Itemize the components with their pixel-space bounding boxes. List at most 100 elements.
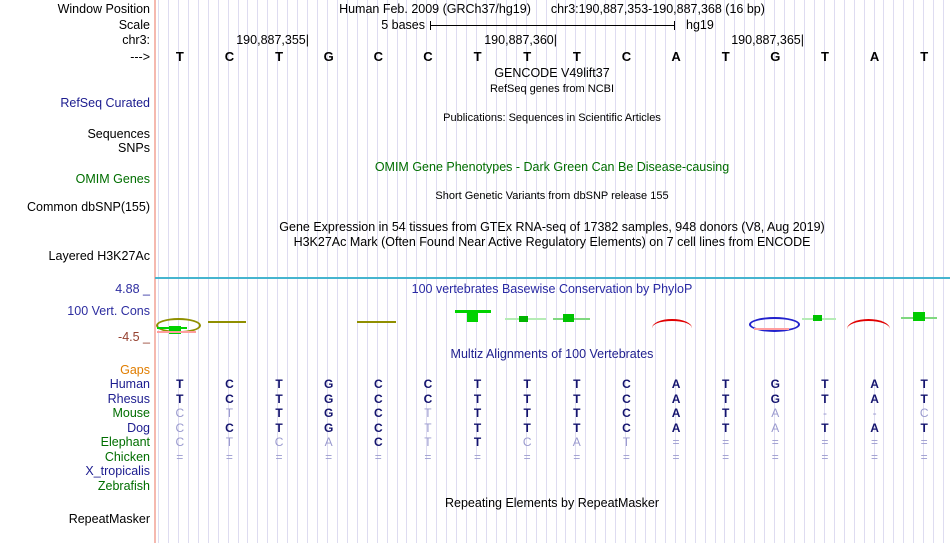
omim-genes-track-label[interactable]: OMIM Genes [75, 172, 150, 186]
alignment-base: T [573, 420, 581, 435]
sequence-base: T [523, 49, 532, 64]
sequence-base: C [224, 49, 235, 64]
sequence-base: G [323, 49, 334, 64]
assembly-title: Human Feb. 2009 (GRCh37/hg19) [339, 2, 531, 16]
alignment-base: C [622, 377, 631, 392]
alignment-base: C [919, 406, 929, 421]
alignment-base: T [722, 377, 730, 392]
grid-line [943, 0, 945, 543]
alignment-base: C [373, 420, 383, 435]
phylop-hline-glyph [157, 331, 196, 333]
alignment-base: T [523, 406, 531, 421]
repeatmasker-track-title: Repeating Elements by RepeatMasker [444, 496, 659, 510]
alignment-base: T [821, 420, 829, 435]
grid-line [714, 0, 716, 543]
common-dbsnp-track-label[interactable]: Common dbSNP(155) [27, 200, 150, 214]
conservation-track-label[interactable]: 100 Vert. Cons [67, 304, 150, 318]
alignment-base: T [523, 420, 531, 435]
publications-snps-label[interactable]: SNPs [118, 141, 150, 155]
alignment-base: T [424, 435, 432, 450]
phylop-hline-glyph [357, 321, 396, 323]
genome-assembly-tag: hg19 [686, 18, 714, 32]
h3k27ac-baseline [155, 277, 950, 279]
alignment-base: = [871, 449, 879, 464]
alignment-base: C [175, 435, 185, 450]
alignment-base: = [275, 449, 283, 464]
grid-line [803, 0, 805, 543]
grid-line [227, 0, 229, 543]
scale-bar-line [430, 25, 674, 26]
alignment-base: T [275, 406, 283, 421]
alignment-base: = [771, 435, 779, 450]
refseq-track-subtitle: RefSeq genes from NCBI [489, 83, 615, 95]
grid-line [595, 0, 597, 543]
alignment-base: T [722, 406, 730, 421]
grid-line [784, 0, 786, 543]
alignment-base: = [622, 449, 630, 464]
grid-line [923, 0, 925, 543]
grid-line [257, 0, 259, 543]
strand-arrow: ---> [130, 50, 150, 64]
grid-line [217, 0, 219, 543]
alignment-base: T [275, 391, 283, 406]
alignment-base: = [176, 449, 184, 464]
phylop-rect-glyph [813, 315, 822, 321]
grid-line [525, 0, 527, 543]
alignment-base: G [324, 391, 334, 406]
sequence-base: T [820, 49, 829, 64]
grid-line [555, 0, 557, 543]
layered-h3k27ac-track-label[interactable]: Layered H3K27Ac [48, 249, 150, 263]
alignment-base: A [870, 391, 879, 406]
sequence-base: T [920, 49, 929, 64]
position-tick-label: 190,887,360| [484, 33, 557, 47]
window-position-label: Window Position [57, 2, 150, 16]
sequence-base: T [275, 49, 284, 64]
alignment-base: T [275, 377, 283, 392]
grid-line [416, 0, 418, 543]
alignment-base: = [225, 449, 233, 464]
grid-line [615, 0, 617, 543]
alignment-base: T [523, 377, 531, 392]
grid-line [833, 0, 835, 543]
grid-line [336, 0, 338, 543]
alignment-base: T [473, 391, 482, 406]
grid-line [575, 0, 577, 543]
alignment-base: T [473, 435, 482, 450]
grid-line [843, 0, 845, 543]
alignment-base: = [672, 449, 680, 464]
grid-line [287, 0, 289, 543]
scale-bases-text: 5 bases [381, 18, 425, 32]
phylop-rect-glyph [467, 312, 478, 322]
alignment-base: T [225, 435, 234, 450]
grid-line [207, 0, 209, 543]
refseq-curated-track-label[interactable]: RefSeq Curated [60, 96, 150, 110]
alignment-base: C [373, 435, 383, 450]
grid-line [734, 0, 736, 543]
alignment-base: T [722, 420, 730, 435]
phylop-hline-glyph [208, 321, 246, 323]
species-label-elephant: Elephant [100, 435, 150, 450]
species-label-zebrafish: Zebrafish [97, 478, 150, 493]
alignment-base: T [424, 420, 432, 435]
alignment-base: T [920, 391, 928, 406]
alignment-base: T [622, 435, 631, 450]
alignment-base: A [771, 420, 780, 435]
h3k27ac-track-title: H3K27Ac Mark (Often Found Near Active Re… [293, 235, 811, 249]
alignment-base: T [275, 420, 283, 435]
sequence-base: T [721, 49, 730, 64]
alignment-base: = [871, 435, 879, 450]
sequence-base: C [373, 49, 383, 64]
publications-sequences-label[interactable]: Sequences [87, 127, 150, 141]
phylop-rect-glyph [169, 326, 181, 334]
scale-label: Scale [118, 18, 150, 32]
alignment-base: A [870, 377, 879, 392]
alignment-base: = [722, 449, 730, 464]
species-label-mouse: Mouse [112, 406, 150, 421]
repeatmasker-track-label[interactable]: RepeatMasker [68, 512, 150, 526]
grid-line [277, 0, 279, 543]
grid-line [605, 0, 607, 543]
